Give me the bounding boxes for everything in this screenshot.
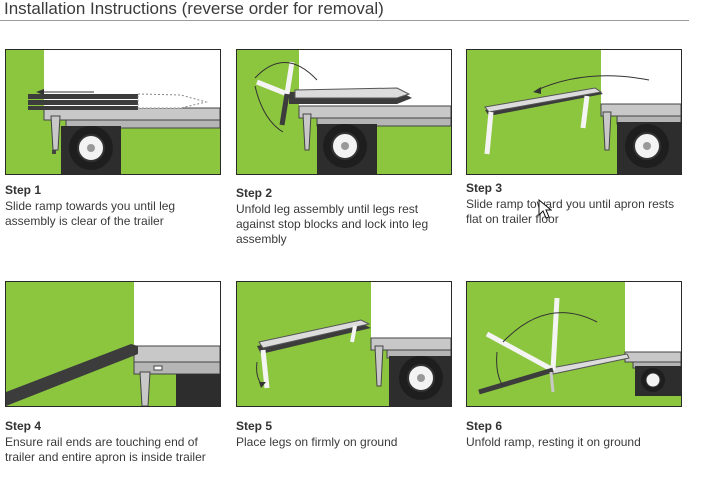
page-title: Installation Instructions (reverse order… <box>4 0 384 18</box>
step-1: Step 1 Slide ramp towards you until leg … <box>5 49 223 229</box>
step-1-illustration <box>5 49 221 175</box>
step-4-text: Ensure rail ends are touching end of tra… <box>5 435 206 464</box>
step-2-title: Step 2 <box>236 186 273 200</box>
step-4-illustration <box>5 281 221 407</box>
step-3: Step 3 Slide ramp toward you until apron… <box>466 49 684 227</box>
step-4: Step 4 Ensure rail ends are touching end… <box>5 281 223 465</box>
step-3-text: Slide ramp toward you until apron rests … <box>466 197 675 226</box>
step-5: Step 5 Place legs on firmly on ground <box>236 281 454 450</box>
step-2-illustration <box>236 49 452 175</box>
title-divider <box>0 20 689 21</box>
step-6-text: Unfold ramp, resting it on ground <box>466 435 641 449</box>
step-5-title: Step 5 <box>236 419 273 433</box>
step-2-text: Unfold leg assembly until legs rest agai… <box>236 202 429 246</box>
step-6-illustration <box>466 281 682 407</box>
step-1-title: Step 1 <box>5 183 42 197</box>
step-2: Step 2 Unfold leg assembly until legs re… <box>236 49 454 247</box>
step-1-text: Slide ramp towards you until leg assembl… <box>5 199 176 228</box>
step-5-text: Place legs on firmly on ground <box>236 435 398 449</box>
mouse-pointer-icon <box>538 199 552 219</box>
step-3-title: Step 3 <box>466 181 503 195</box>
step-3-illustration <box>466 49 682 175</box>
step-4-title: Step 4 <box>5 419 42 433</box>
step-5-illustration <box>236 281 452 407</box>
step-6: Step 6 Unfold ramp, resting it on ground <box>466 281 684 450</box>
step-6-title: Step 6 <box>466 419 503 433</box>
